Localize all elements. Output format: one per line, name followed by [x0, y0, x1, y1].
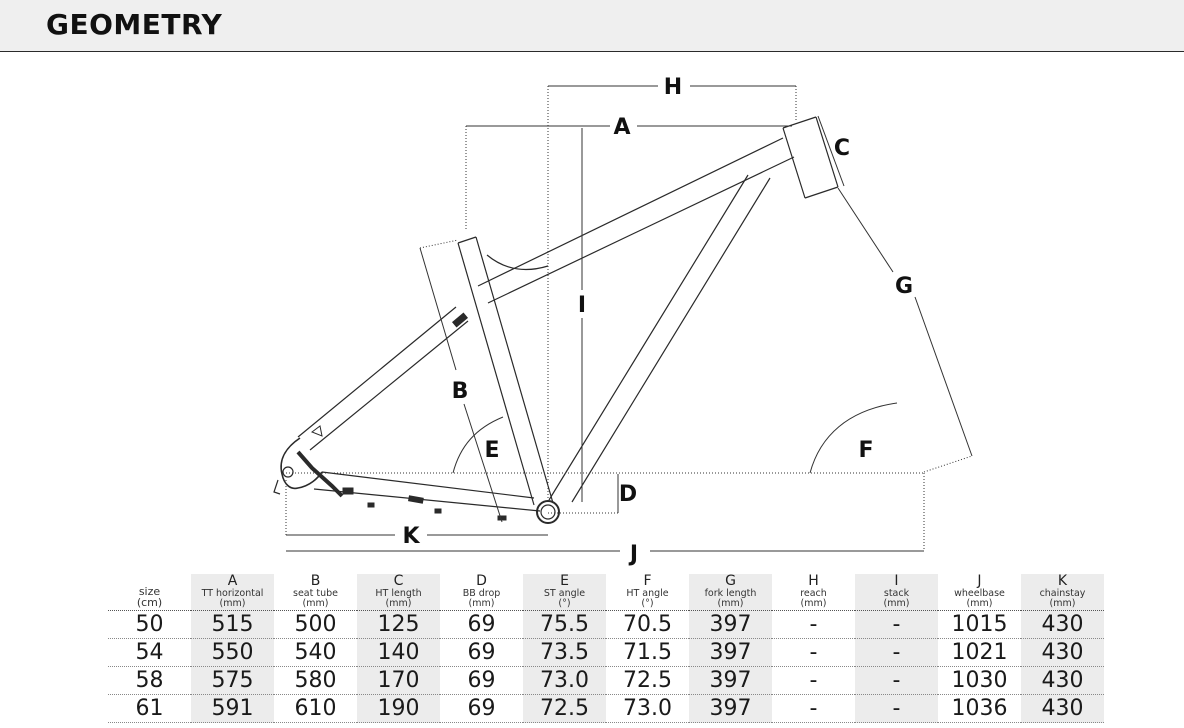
table-cell: 73.0 — [606, 694, 689, 723]
table-cell: 1030 — [938, 666, 1021, 695]
table-cell: 69 — [440, 666, 523, 695]
table-cell: 550 — [191, 638, 274, 667]
table-cell: 190 — [357, 694, 440, 723]
col-header-size: size (cm) — [108, 574, 191, 611]
table-cell: 515 — [191, 610, 274, 639]
table-cell: 73.0 — [523, 666, 606, 695]
table-cell: 50 — [108, 610, 191, 639]
col-header-e: E ST angle (°) — [523, 574, 606, 611]
dim-label-d: D — [619, 482, 637, 507]
table-row: 61 591 610 190 69 72.5 73.0 397 - - 1036… — [108, 694, 1104, 723]
dim-label-i: I — [578, 293, 586, 318]
geometry-header: GEOMETRY — [0, 0, 1184, 52]
table-cell: 540 — [274, 638, 357, 667]
table-cell: 170 — [357, 666, 440, 695]
table-cell: 430 — [1021, 610, 1104, 639]
table-cell: 75.5 — [523, 610, 606, 639]
table-cell: 54 — [108, 638, 191, 667]
geometry-table: size (cm) A TT horizontal (mm) B seat tu… — [108, 574, 1104, 723]
table-cell: 1021 — [938, 638, 1021, 667]
frame-details — [296, 312, 507, 521]
table-row: 50 515 500 125 69 75.5 70.5 397 - - 1015… — [108, 610, 1104, 639]
table-cell: 430 — [1021, 694, 1104, 723]
dim-label-j: J — [628, 542, 638, 567]
table-cell: 500 — [274, 610, 357, 639]
table-cell: 397 — [689, 610, 772, 639]
table-cell: 397 — [689, 638, 772, 667]
table-cell: - — [772, 694, 855, 723]
col-header-f: F HT angle (°) — [606, 574, 689, 611]
col-header-k: K chainstay (mm) — [1021, 574, 1104, 611]
frame-geometry-diagram: A B C D E F G H I J K — [273, 75, 973, 567]
dim-label-a: A — [613, 115, 630, 140]
page-title: GEOMETRY — [46, 8, 223, 41]
dim-label-h: H — [664, 75, 682, 100]
dim-label-e: E — [484, 438, 499, 463]
col-header-j: J wheelbase (mm) — [938, 574, 1021, 611]
table-cell: 575 — [191, 666, 274, 695]
table-cell: - — [855, 694, 938, 723]
table-cell: - — [772, 666, 855, 695]
col-header-i: I stack (mm) — [855, 574, 938, 611]
table-cell: 610 — [274, 694, 357, 723]
dim-label-c: C — [834, 136, 850, 161]
table-cell: 70.5 — [606, 610, 689, 639]
table-cell: 591 — [191, 694, 274, 723]
col-header-h: H reach (mm) — [772, 574, 855, 611]
table-cell: 69 — [440, 694, 523, 723]
table-row: 58 575 580 170 69 73.0 72.5 397 - - 1030… — [108, 666, 1104, 695]
col-header-c: C HT length (mm) — [357, 574, 440, 611]
table-cell: 69 — [440, 638, 523, 667]
table-cell: 580 — [274, 666, 357, 695]
dim-label-g: G — [895, 274, 913, 299]
dimension-lines — [285, 85, 973, 552]
table-cell: 140 — [357, 638, 440, 667]
table-cell: 61 — [108, 694, 191, 723]
table-cell: - — [855, 666, 938, 695]
dim-label-b: B — [452, 379, 469, 404]
table-cell: 397 — [689, 694, 772, 723]
table-cell: 69 — [440, 610, 523, 639]
col-header-d: D BB drop (mm) — [440, 574, 523, 611]
geometry-table-header: size (cm) A TT horizontal (mm) B seat tu… — [108, 574, 1104, 611]
table-cell: - — [772, 610, 855, 639]
table-cell: 397 — [689, 666, 772, 695]
col-header-g: G fork length (mm) — [689, 574, 772, 611]
dim-label-f: F — [858, 438, 873, 463]
frame-outline — [273, 116, 839, 524]
table-cell: 430 — [1021, 638, 1104, 667]
table-cell: 71.5 — [606, 638, 689, 667]
table-cell: 125 — [357, 610, 440, 639]
table-row: 54 550 540 140 69 73.5 71.5 397 - - 1021… — [108, 638, 1104, 667]
table-cell: - — [855, 638, 938, 667]
table-cell: 430 — [1021, 666, 1104, 695]
table-cell: - — [772, 638, 855, 667]
dim-label-k: K — [402, 524, 420, 549]
table-cell: 1036 — [938, 694, 1021, 723]
table-cell: 73.5 — [523, 638, 606, 667]
table-cell: 1015 — [938, 610, 1021, 639]
table-cell: - — [855, 610, 938, 639]
table-cell: 72.5 — [523, 694, 606, 723]
col-header-b: B seat tube (mm) — [274, 574, 357, 611]
table-cell: 72.5 — [606, 666, 689, 695]
table-cell: 58 — [108, 666, 191, 695]
col-header-a: A TT horizontal (mm) — [191, 574, 274, 611]
